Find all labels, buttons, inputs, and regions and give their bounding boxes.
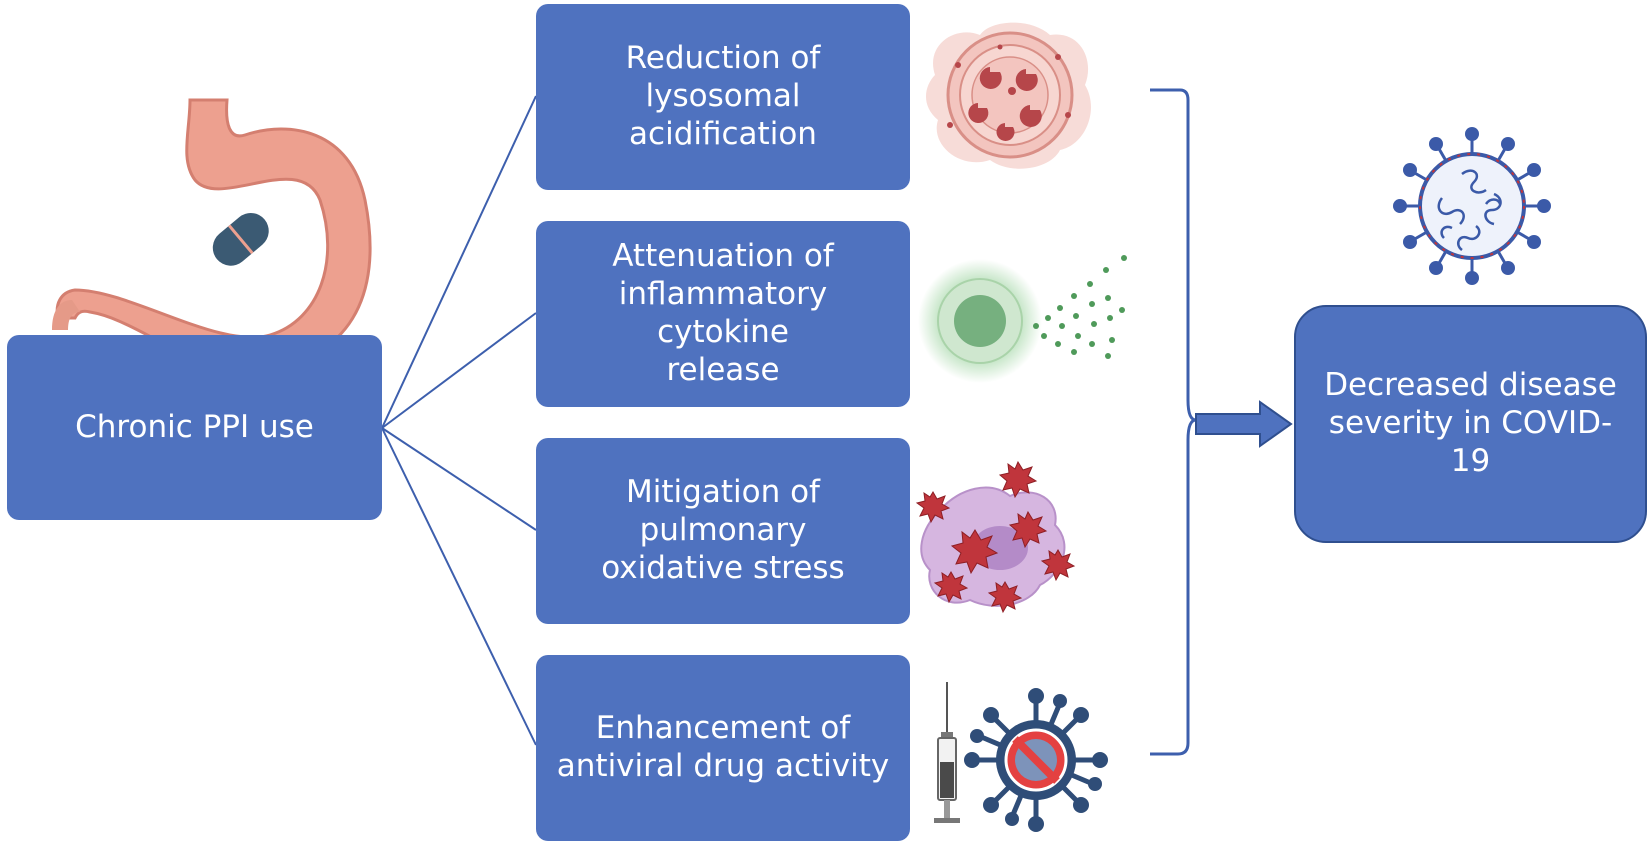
mechanism-label-line: Attenuation of	[612, 238, 834, 275]
outcome-label-line: severity in COVID-	[1328, 405, 1613, 442]
mechanism-label-line: acidification	[629, 115, 817, 152]
mechanism-box-lysosomal: Reduction of lysosomal acidification	[536, 4, 910, 190]
source-box: Chronic PPI use	[7, 335, 382, 520]
blocked-virus-icon	[964, 688, 1108, 832]
mechanism-label-line: release	[666, 351, 780, 388]
mechanism-label-line: antiviral drug activity	[556, 748, 890, 784]
source-label: Chronic PPI use	[75, 408, 314, 445]
connector-line-2	[381, 312, 537, 429]
outcome-label-line: Decreased disease	[1324, 367, 1617, 404]
mechanism-box-oxidative: Mitigation of pulmonary oxidative stress	[536, 438, 910, 624]
mechanism-label-line: Reduction of lysosomal	[625, 40, 821, 115]
outcome-box: Decreased disease severity in COVID- 19	[1294, 305, 1647, 543]
mechanism-label-line: oxidative stress	[601, 549, 845, 586]
connector-line-4	[381, 427, 537, 746]
outcome-label-line: 19	[1450, 442, 1491, 479]
connector-line-1	[381, 95, 537, 429]
mechanism-label-line: inflammatory cytokine	[618, 276, 828, 350]
connector-line-3	[381, 427, 537, 531]
arrow-right	[1195, 400, 1293, 448]
mechanism-label-line: Enhancement of	[595, 710, 851, 747]
syringe-icon	[934, 682, 960, 823]
mechanism-box-antiviral: Enhancement of antiviral drug activity	[536, 655, 910, 841]
mechanism-label-line: Mitigation of pulmonary	[626, 474, 820, 549]
mechanism-box-cytokine: Attenuation of inflammatory cytokine rel…	[536, 221, 910, 407]
